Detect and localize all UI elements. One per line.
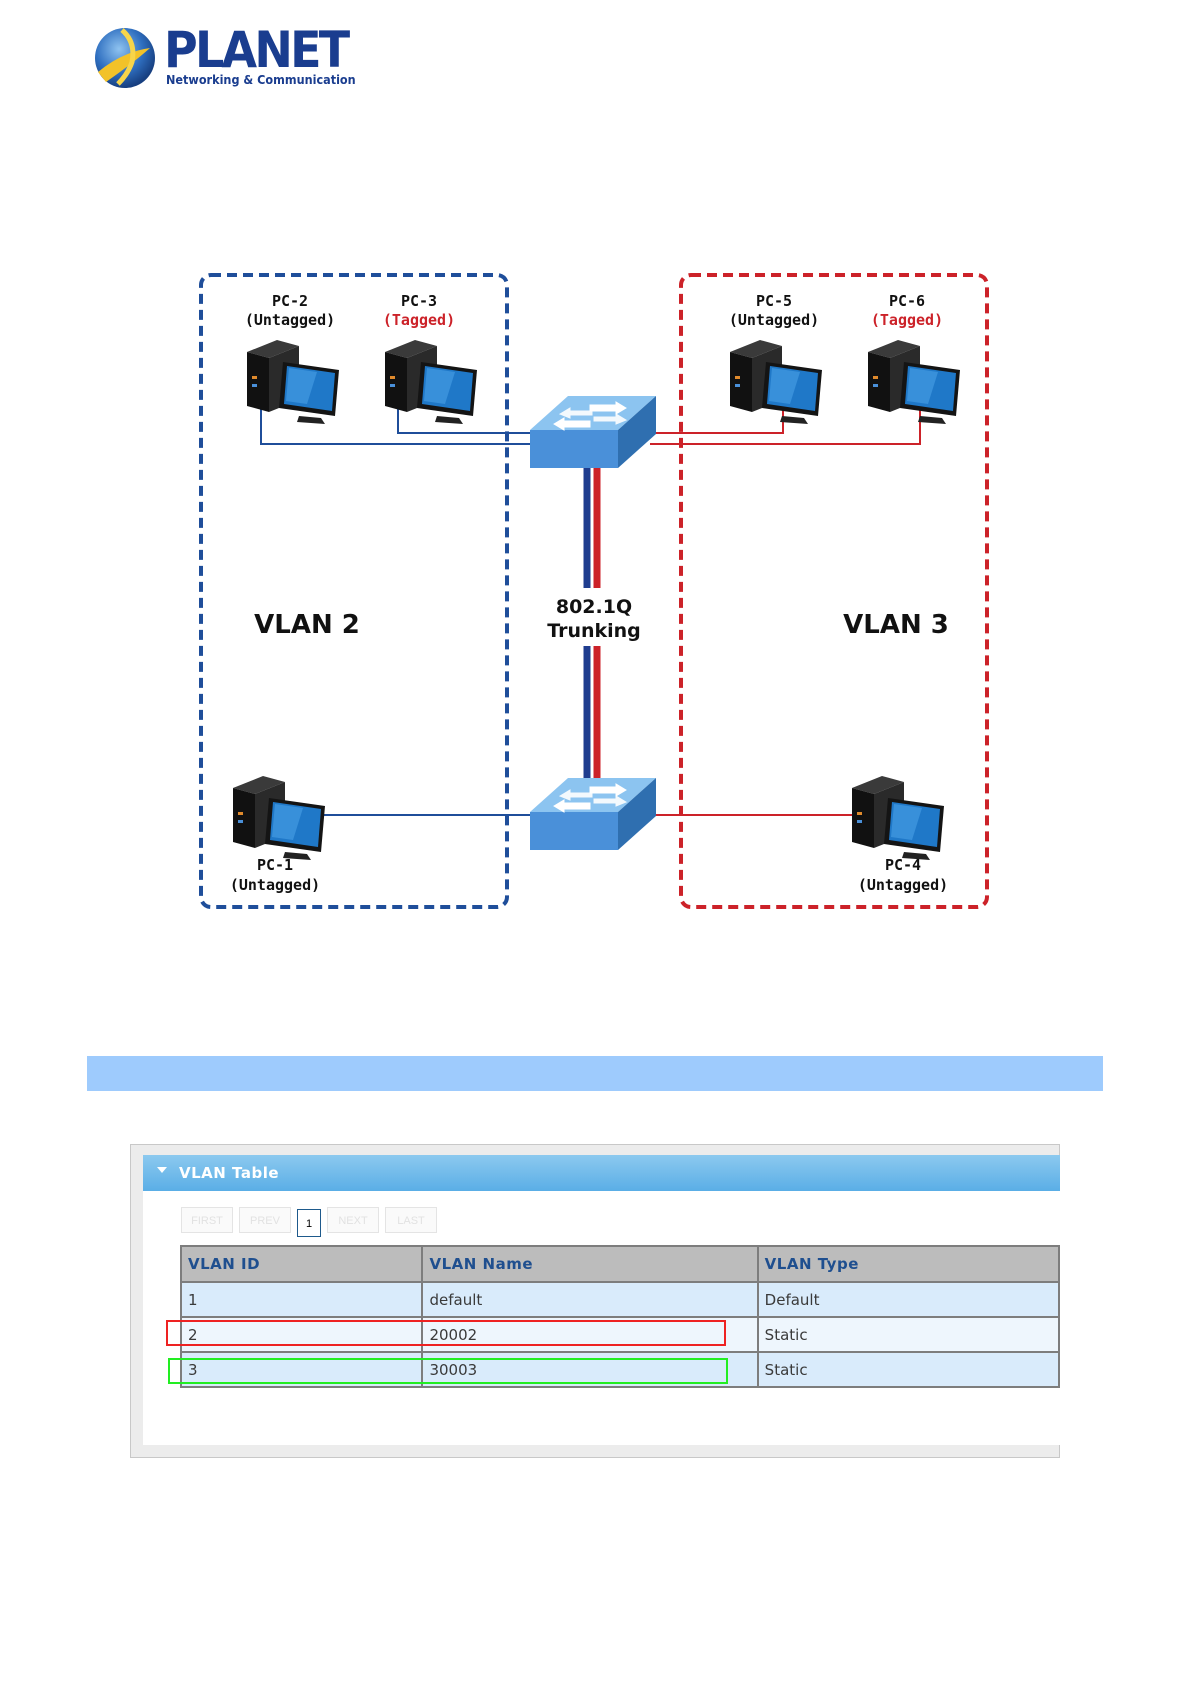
pc-6-name: PC-6 [889,292,925,310]
pc-3-name: PC-3 [401,292,437,310]
vlan-2-highlight-box [166,1320,726,1346]
vlan2-label: VLAN 2 [254,610,360,640]
pc-2-name: PC-2 [272,292,308,310]
pc-1-computer-icon [233,776,325,860]
section-header-bar [87,1056,1103,1091]
vlan-name-cell: default [422,1282,757,1317]
pc-5-computer-icon [730,340,822,424]
pc-6-computer-icon [868,340,960,424]
column-header-vlan-id: VLAN ID [181,1246,422,1282]
last-page-button[interactable]: LAST [385,1207,437,1233]
column-header-vlan-type: VLAN Type [758,1246,1059,1282]
pc-1-mode: (Untagged) [230,876,320,894]
pc-5-name: PC-5 [756,292,792,310]
pc-4-name: PC-4 [885,856,921,874]
vlan-trunk-diagram: PC-2 (Untagged) PC-3 (Tagged) PC-5 (Unta… [0,0,1190,960]
pc-6-mode: (Tagged) [871,311,943,329]
pc-4-computer-icon [852,776,944,860]
current-page-button[interactable]: 1 [297,1209,321,1237]
vlan-table-panel: VLAN Table FIRST PREV 1 NEXT LAST VLAN I… [130,1144,1060,1458]
trunk-label-line1: 802.1Q [556,596,632,618]
top-switch-icon [530,396,656,468]
collapse-caret-icon[interactable] [157,1167,167,1173]
first-page-button[interactable]: FIRST [181,1207,233,1233]
vlan3-label: VLAN 3 [843,610,949,640]
table-header-row: VLAN ID VLAN Name VLAN Type [181,1246,1059,1282]
vlan-type-cell: Default [758,1282,1059,1317]
vlan-type-cell: Static [758,1352,1059,1387]
bottom-switch-icon [530,778,656,850]
vlan-table-panel-body: VLAN Table FIRST PREV 1 NEXT LAST VLAN I… [143,1155,1060,1445]
prev-page-button[interactable]: PREV [239,1207,291,1233]
pc-5-mode: (Untagged) [729,311,819,329]
vlan-table-title: VLAN Table [179,1164,279,1182]
vlan-3-highlight-box [168,1358,728,1384]
column-header-vlan-name: VLAN Name [422,1246,757,1282]
vlan-id-cell: 1 [181,1282,422,1317]
vlan-type-cell: Static [758,1317,1059,1352]
trunk-label-line2: Trunking [547,620,641,642]
pc-3-mode: (Tagged) [383,311,455,329]
next-page-button[interactable]: NEXT [327,1207,379,1233]
pc-1-name: PC-1 [257,856,293,874]
pc-4-mode: (Untagged) [858,876,948,894]
pc-2-mode: (Untagged) [245,311,335,329]
table-row[interactable]: 1 default Default [181,1282,1059,1317]
vlan-table-header[interactable]: VLAN Table [143,1155,1060,1191]
